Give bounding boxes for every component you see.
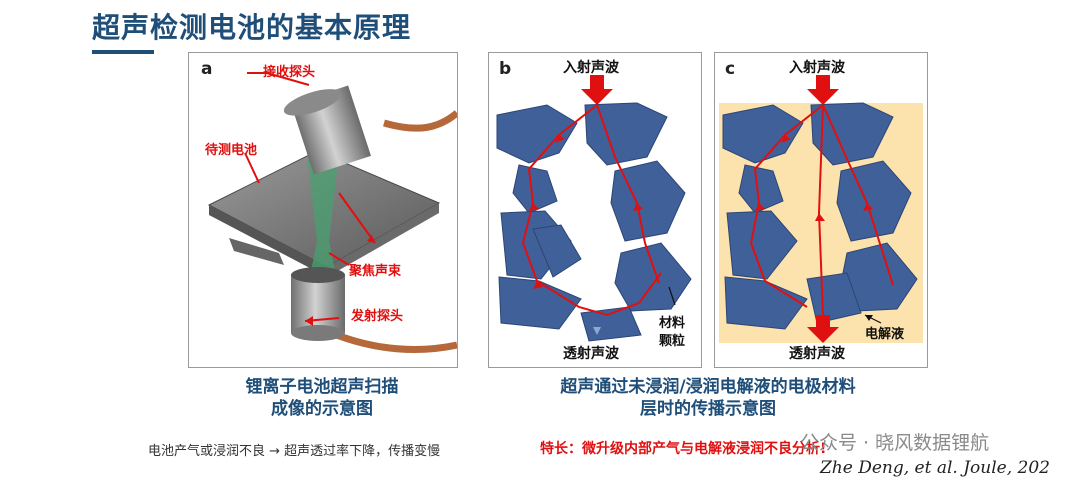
- transmitted-wave-label-c: 透射声波: [789, 346, 845, 362]
- incident-wave-label-c: 入射声波: [789, 60, 845, 76]
- receiver-probe: [283, 85, 371, 175]
- material-particle-label: 材料 颗粒: [659, 316, 686, 349]
- transmitted-wave-label-b: 透射声波: [563, 346, 619, 362]
- panel-b: b 入射声波 透射声: [488, 52, 702, 368]
- transmitter-probe: [291, 267, 345, 341]
- panel-b-letter: b: [499, 59, 512, 79]
- note-left: 电池产气或浸润不良 → 超声透过率下降，传播变慢: [148, 444, 441, 459]
- panel-c: c 入射声波: [714, 52, 928, 368]
- watermark: 公众号 · 晓风数据锂航: [800, 432, 990, 454]
- page-title: 超声检测电池的基本原理: [92, 11, 412, 44]
- electrolyte-label: 电解液: [865, 327, 905, 342]
- note-right: 特长：微升级内部产气与电解液浸润不良分析!: [540, 441, 827, 457]
- label-transmit-probe: 发射探头: [351, 309, 404, 324]
- label-receiver-probe: 接收探头: [263, 65, 316, 80]
- panel-c-letter: c: [725, 59, 736, 79]
- unwetted-diagram: [496, 75, 692, 342]
- label-focused-beam: 聚焦声束: [349, 264, 402, 279]
- panel-a: a: [188, 52, 458, 368]
- caption-left: 锂离子电池超声扫描 成像的示意图: [245, 377, 399, 419]
- citation: Zhe Deng, et al. Joule, 202: [820, 458, 1050, 478]
- incident-wave-label-b: 入射声波: [563, 60, 619, 76]
- label-battery-under-test: 待测电池: [205, 143, 258, 158]
- panel-a-letter: a: [201, 59, 213, 79]
- caption-right: 超声通过未浸润/浸润电解液的电极材料 层时的传播示意图: [560, 377, 856, 419]
- title-underline: [92, 50, 154, 54]
- probe-illustration: [207, 72, 457, 353]
- wetted-diagram: [719, 75, 923, 343]
